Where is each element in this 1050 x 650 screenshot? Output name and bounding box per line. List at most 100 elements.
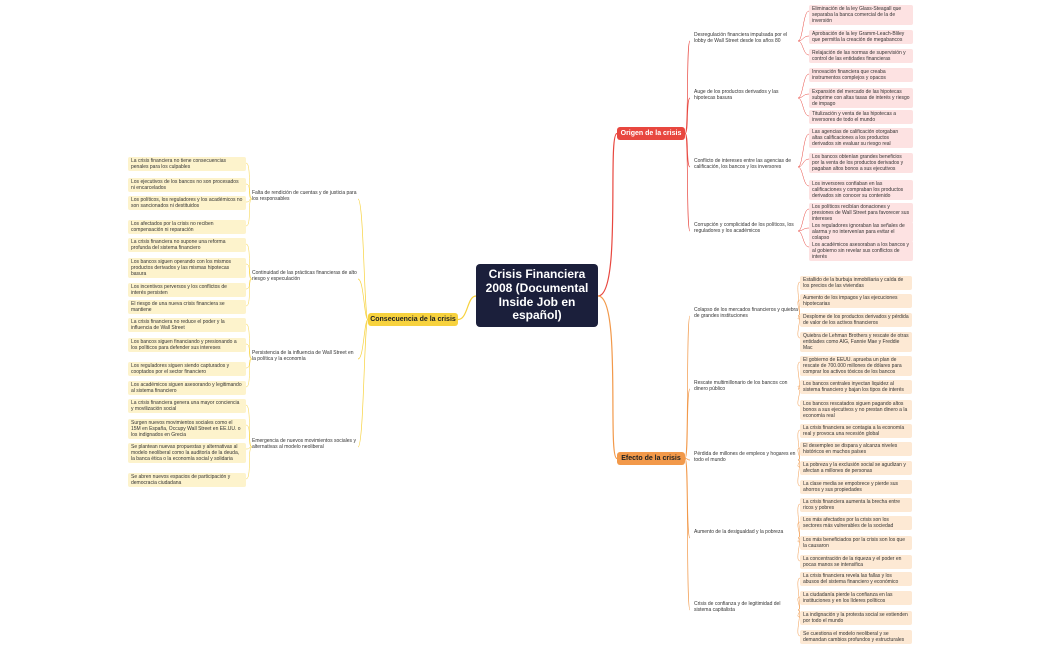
leaf-node[interactable]: Los reguladores ignoraban las señales de… [809, 222, 913, 242]
branch-topic-2[interactable]: Efecto de la crisis [617, 452, 685, 465]
subtopic[interactable]: Falta de rendición de cuentas y de justi… [252, 190, 357, 202]
subtopic-connector [684, 133, 691, 168]
leaf-node[interactable]: Expansión del mercado de las hipotecas s… [809, 88, 913, 108]
leaf-connector [797, 447, 801, 461]
leaf-node[interactable]: Los bancos siguen financiando y presiona… [128, 338, 246, 352]
leaf-node[interactable]: La ciudadanía pierde la confianza en las… [800, 591, 912, 605]
leaf-node[interactable]: Los bancos centrales inyectan liquidez a… [800, 380, 912, 394]
leaf-connector [797, 459, 801, 487]
leaf-node[interactable]: Aprobación de la ley Gramm-Leach-Bliley … [809, 30, 913, 44]
leaf-connector [797, 230, 810, 248]
leaf-node[interactable]: Se abren nuevos espacios de participació… [128, 473, 246, 487]
leaf-node[interactable]: Desplome de los productos derivados y pé… [800, 313, 912, 327]
leaf-node[interactable]: Surgen nuevos movimientos sociales como … [128, 419, 246, 439]
leaf-connector [245, 278, 253, 307]
leaf-connector [797, 388, 801, 407]
subtopic[interactable]: Conflicto de intereses entre las agencia… [694, 158, 792, 170]
leaf-node[interactable]: Innovación financiera que creaba instrum… [809, 68, 913, 82]
leaf-node[interactable]: Los ejecutivos de los bancos no son proc… [128, 178, 246, 192]
leaf-node[interactable]: Los bancos siguen operando con los mismo… [128, 258, 246, 278]
leaf-node[interactable]: Los bancos obtenían grandes beneficios p… [809, 153, 913, 173]
branch-topic-3[interactable]: Consecuencia de la crisis [368, 313, 458, 326]
branch-connector [457, 295, 477, 321]
leaf-node[interactable]: Los reguladores siguen siendo capturados… [128, 362, 246, 376]
leaf-node[interactable]: Los afectados por la crisis no reciben c… [128, 220, 246, 234]
leaf-node[interactable]: La crisis financiera no supone una refor… [128, 238, 246, 252]
leaf-node[interactable]: Se cuestiona el modelo neoliberal y se d… [800, 630, 912, 644]
leaf-node[interactable]: La crisis financiera aumenta la brecha e… [800, 498, 912, 512]
subtopic-connector [357, 198, 369, 320]
leaf-node[interactable]: Eliminación de la ley Glass-Steagall que… [809, 5, 913, 25]
leaf-node[interactable]: La crisis financiera no tiene consecuenc… [128, 157, 246, 171]
leaf-node[interactable]: La crisis financiera no reduce el poder … [128, 318, 246, 332]
subtopic[interactable]: Pérdida de millones de empleos y hogares… [694, 451, 796, 463]
subtopic-connector [684, 133, 691, 232]
leaf-connector [797, 537, 801, 562]
leaf-node[interactable]: Los más afectados por la crisis son los … [800, 516, 912, 530]
leaf-node[interactable]: Los inversores confiaban en las califica… [809, 180, 913, 200]
leaf-node[interactable]: Las agencias de calificación otorgaban a… [809, 128, 913, 148]
leaf-connector [245, 263, 253, 280]
subtopic[interactable]: Corrupción y complicidad de los político… [694, 222, 794, 234]
leaf-node[interactable]: Los bancos rescatados siguen pagando alt… [800, 400, 912, 420]
leaf-node[interactable]: El gobierno de EEUU. aprueba un plan de … [800, 356, 912, 376]
leaf-connector [245, 198, 253, 227]
leaf-connector [797, 361, 801, 390]
subtopic[interactable]: Emergencia de nuevos movimientos sociale… [252, 438, 356, 450]
leaf-node[interactable]: Se plantean nuevas propuestas y alternat… [128, 443, 246, 463]
leaf-connector [245, 358, 253, 388]
leaf-node[interactable]: La crisis financiera revela las fallas y… [800, 572, 912, 586]
subtopic[interactable]: Auge de los productos derivados y las hi… [694, 89, 779, 101]
leaf-connector [797, 385, 801, 390]
leaf-connector [245, 198, 253, 203]
leaf-connector [797, 97, 810, 117]
subtopic-connector [684, 458, 691, 539]
leaf-connector [797, 596, 801, 611]
subtopic-connector [684, 97, 691, 134]
leaf-node[interactable]: Relajación de las normas de supervisión … [809, 49, 913, 63]
subtopic-connector [357, 319, 369, 448]
branch-connector [597, 132, 618, 297]
leaf-node[interactable]: La concentración de la riqueza y el pode… [800, 555, 912, 569]
subtopic[interactable]: Aumento de la desigualdad y la pobreza [694, 529, 784, 535]
leaf-node[interactable]: Los académicos asesoraban a los bancos y… [809, 241, 913, 261]
leaf-connector [245, 358, 253, 369]
leaf-node[interactable]: Los políticos, los reguladores y los aca… [128, 196, 246, 210]
leaf-node[interactable]: La crisis financiera genera una mayor co… [128, 399, 246, 413]
leaf-connector [245, 404, 253, 448]
subtopic[interactable]: Crisis de confianza y de legitimidad del… [694, 601, 781, 613]
leaf-node[interactable]: Quiebra de Lehman Brothers y rescate de … [800, 332, 912, 352]
leaf-connector [245, 446, 253, 480]
subtopic-connector [684, 458, 691, 611]
subtopic[interactable]: Persistencia de la influencia de Wall St… [252, 350, 354, 362]
branch-topic-1[interactable]: Origen de la crisis [617, 127, 685, 140]
central-topic[interactable]: Crisis Financiera 2008 (Documental Insid… [476, 264, 598, 327]
leaf-node[interactable]: La crisis financiera se contagia a la ec… [800, 424, 912, 438]
leaf-node[interactable]: Titulización y venta de las hipotecas a … [809, 110, 913, 124]
leaf-connector [797, 73, 810, 99]
leaf-connector [245, 343, 253, 360]
leaf-node[interactable]: Los incentivos perversos y los conflicto… [128, 283, 246, 297]
leaf-node[interactable]: El desempleo se dispara y alcanza nivele… [800, 442, 912, 456]
subtopic[interactable]: Continuidad de las prácticas financieras… [252, 270, 357, 282]
leaf-node[interactable]: La indignación y la protesta social se e… [800, 611, 912, 625]
leaf-connector [797, 10, 810, 42]
leaf-connector [797, 40, 810, 56]
leaf-node[interactable]: La pobreza y la exclusión social se agud… [800, 461, 912, 475]
leaf-connector [797, 609, 801, 637]
leaf-node[interactable]: Aumento de los impagos y las ejecuciones… [800, 294, 912, 308]
subtopic[interactable]: Desregulación financiera impulsada por e… [694, 32, 788, 44]
subtopic-connector [357, 278, 369, 320]
branch-connector [597, 295, 618, 460]
leaf-connector [797, 158, 810, 168]
leaf-node[interactable]: Los políticos recibían donaciones y pres… [809, 203, 913, 223]
leaf-node[interactable]: Los académicos siguen asesorando y legit… [128, 381, 246, 395]
leaf-connector [245, 323, 253, 360]
leaf-node[interactable]: Estallido de la burbuja inmobiliaria y c… [800, 276, 912, 290]
leaf-node[interactable]: La clase media se empobrece y pierde sus… [800, 480, 912, 494]
leaf-node[interactable]: Los más beneficiados por la crisis son l… [800, 536, 912, 550]
leaf-node[interactable]: El riesgo de una nueva crisis financiera… [128, 300, 246, 314]
subtopic[interactable]: Colapso de los mercados financieros y qu… [694, 307, 798, 319]
subtopic[interactable]: Rescate multimillonario de los bancos co… [694, 380, 788, 392]
